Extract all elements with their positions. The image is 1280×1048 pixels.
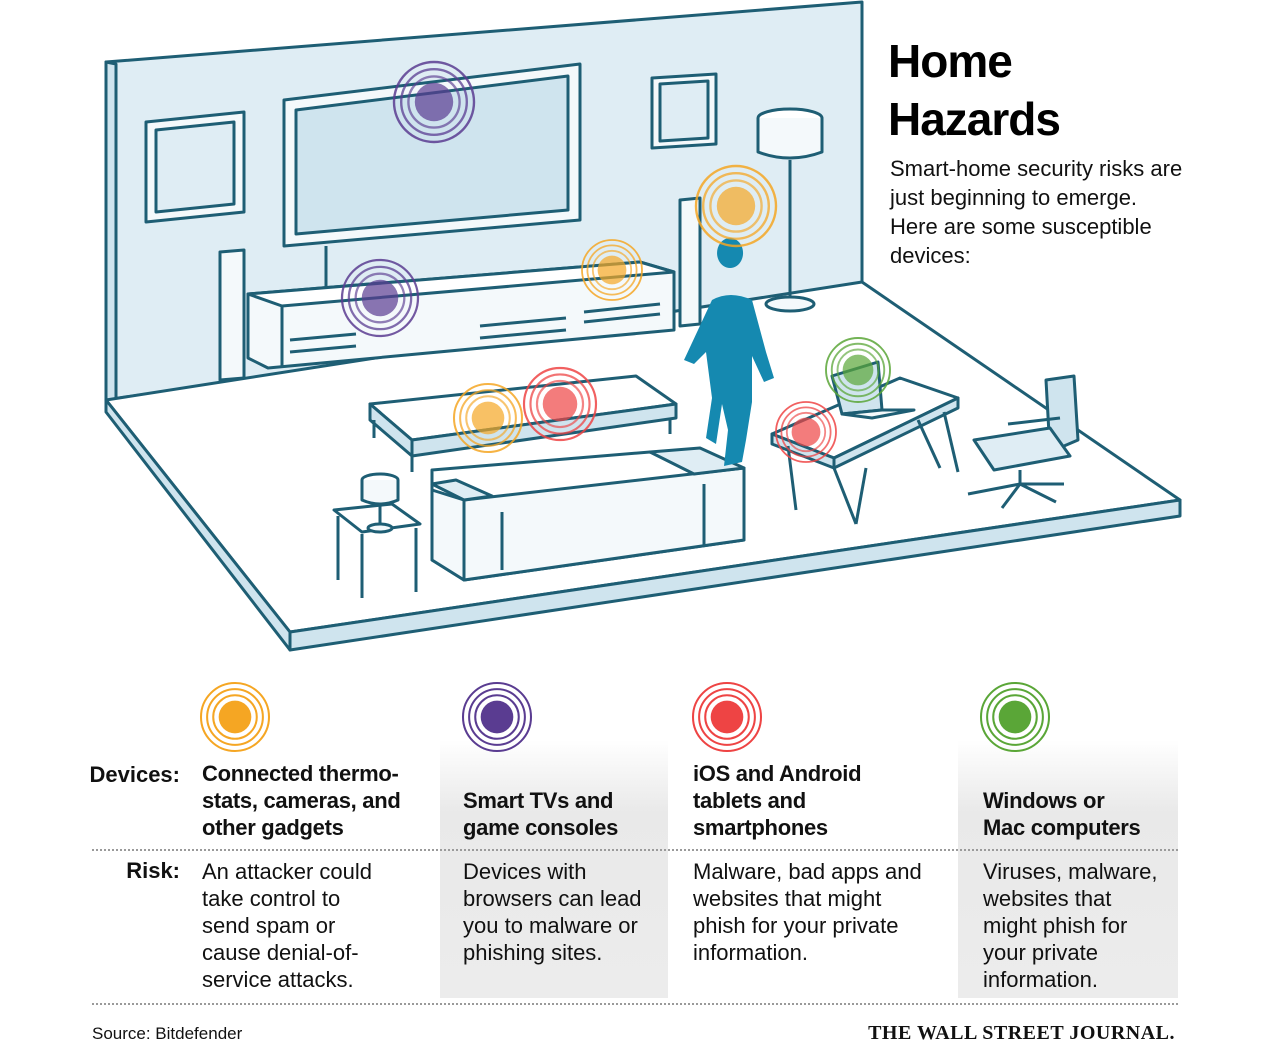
device-text-red: iOS and Android tablets and smartphones: [693, 761, 862, 840]
purple-signal-icon: [461, 681, 533, 753]
divider-top: [92, 849, 1178, 851]
hotspot-layer: [340, 60, 891, 463]
remote-hotspot: [452, 382, 524, 454]
tv-hotspot: [392, 60, 476, 144]
device-text-orange: Connected thermo- stats, cameras, and ot…: [202, 761, 401, 840]
risk-text-purple: Devices with browsers can lead you to ma…: [463, 859, 642, 965]
left-speaker: [218, 248, 246, 382]
camera-hotspot: [581, 239, 643, 301]
red-signal-icon: [691, 681, 763, 753]
green-signal-icon: [979, 681, 1051, 753]
devices-label: Devices:: [89, 762, 180, 787]
publisher-logo: THE WALL STREET JOURNAL.: [868, 1022, 1175, 1044]
living-room-illustration: [104, 0, 1182, 652]
device-text-green: Windows or Mac computers: [983, 788, 1141, 840]
tablet-hotspot: [522, 366, 598, 442]
risk-text-orange: An attacker could take control to send s…: [202, 859, 372, 992]
column-background-1: [440, 740, 668, 998]
console-hotspot: [340, 258, 420, 338]
page-title: Home Hazards: [888, 35, 1061, 145]
phone-hotspot: [775, 401, 837, 463]
risk-text-green: Viruses, malware, websites that might ph…: [983, 859, 1158, 992]
subtitle: Smart-home security risks are just begin…: [890, 156, 1183, 268]
side-table: [332, 502, 422, 534]
person-silhouette: [684, 238, 774, 466]
column-background-3: [958, 740, 1178, 998]
left-wall-edge: [104, 60, 118, 402]
source-credit: Source: Bitdefender: [92, 1024, 243, 1043]
risk-label: Risk:: [126, 858, 180, 883]
device-text-purple: Smart TVs and game consoles: [463, 788, 619, 840]
risk-text-red: Malware, bad apps and websites that migh…: [693, 859, 922, 965]
orange-signal-icon: [199, 681, 271, 753]
thermostat-hotspot: [694, 164, 778, 248]
right-speaker: [678, 196, 702, 328]
laptop-hotspot: [825, 337, 891, 403]
divider-bottom: [92, 1003, 1178, 1005]
